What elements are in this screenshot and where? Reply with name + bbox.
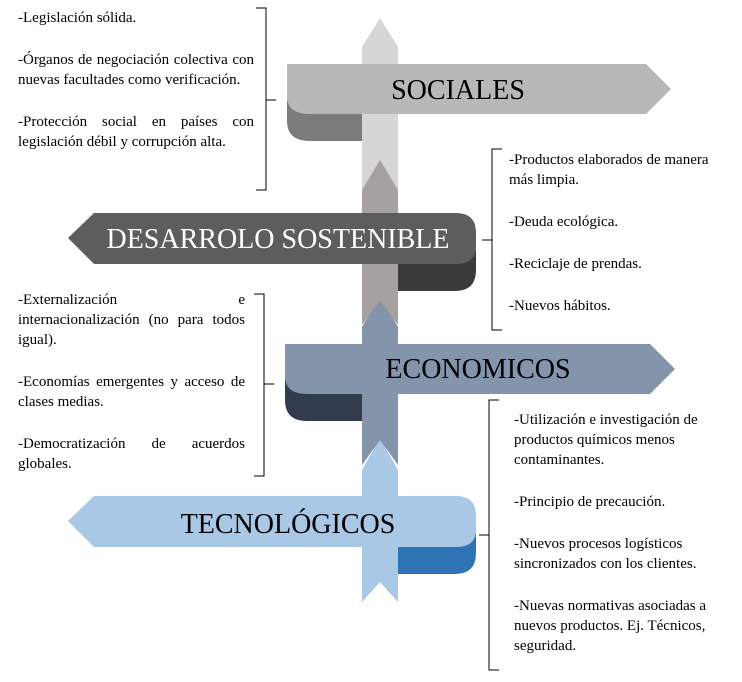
banner-desarrollo: DESARROLO SOSTENIBLE (68, 213, 476, 291)
note-item: -Productos elaborados de manera más limp… (509, 152, 709, 188)
note-item: -Protección social en países con legisla… (18, 114, 254, 150)
banner-sociales-body (287, 64, 671, 114)
banner-sociales-label: SOCIALES (391, 75, 525, 106)
banner-desarrollo-label: DESARROLO SOSTENIBLE (106, 224, 449, 255)
banner-economicos: ECONOMICOS (285, 344, 675, 421)
notes-sociales: -Legislación sólida. -Órganos de negocia… (18, 8, 254, 152)
note-item: -Órganos de negociación colectiva con nu… (18, 52, 254, 88)
banner-sociales: SOCIALES (287, 64, 671, 141)
bracket-sociales (256, 7, 276, 191)
bracket-economicos (254, 293, 274, 477)
note-item: -Deuda ecológica. (509, 214, 619, 230)
banner-economicos-label: ECONOMICOS (385, 354, 570, 385)
banner-tecnologicos-label: TECNOLÓGICOS (181, 509, 396, 540)
note-item: -Principio de precaución. (514, 494, 666, 510)
note-item: -Nuevos hábitos. (509, 298, 611, 314)
bracket-tecnologicos (479, 399, 499, 671)
banner-tecnologicos: TECNOLÓGICOS (68, 496, 476, 574)
brackets (254, 7, 502, 671)
notes-economicos: -Externalización e internacionalización … (18, 290, 245, 474)
banner-tecnologicos-body (68, 496, 476, 547)
note-item: -Externalización e internacionalización … (18, 292, 245, 348)
banner-desarrollo-body (68, 213, 476, 264)
bracket-desarrollo (482, 148, 502, 331)
note-item: -Economías emergentes y acceso de clases… (18, 374, 245, 410)
notes-desarrollo: -Productos elaborados de manera más limp… (509, 150, 724, 316)
note-item: -Nuevas normativas asociadas a nuevos pr… (514, 598, 707, 654)
note-item: -Legislación sólida. (18, 10, 137, 26)
banner-economicos-body (285, 344, 675, 394)
notes-tecnologicos: -Utilización e investigación de producto… (514, 410, 740, 656)
note-item: -Reciclaje de prendas. (509, 256, 642, 272)
note-item: -Nuevos procesos logísticos sincronizado… (514, 536, 697, 572)
note-item: -Democratización de acuerdos globales. (18, 436, 245, 472)
note-item: -Utilización e investigación de producto… (514, 412, 698, 468)
